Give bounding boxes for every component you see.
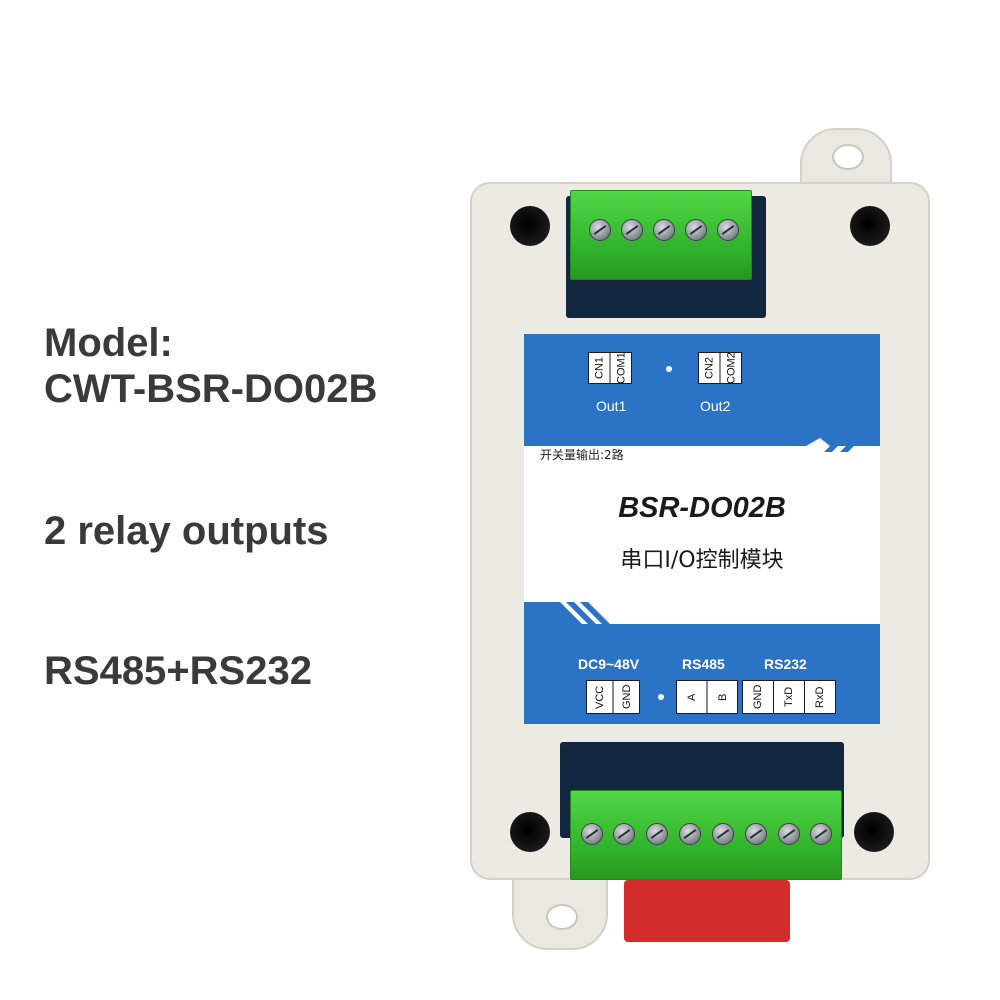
terminal-screw xyxy=(685,219,707,241)
terminal-screw xyxy=(653,219,675,241)
device-subtitle: 串口I/O控制模块 xyxy=(620,548,784,573)
terminal-screw xyxy=(712,823,734,845)
screw-hole-bottom-right xyxy=(854,812,894,852)
out2-label: Out2 xyxy=(700,398,731,414)
terminal-screw xyxy=(679,823,701,845)
terminal-screw xyxy=(621,219,643,241)
pin-vcc: VCC xyxy=(593,685,606,709)
pin-cn1: CN1 xyxy=(593,357,606,380)
pin-a: A xyxy=(685,693,698,701)
pin-rxd: RxD xyxy=(804,681,835,713)
terminal-screw xyxy=(589,219,611,241)
pinout-out2: CN2 COM2 xyxy=(698,352,742,384)
pinout-rs485: A B xyxy=(676,680,738,714)
device-model: BSR-DO02B xyxy=(618,492,786,524)
mounting-ear-bottom xyxy=(512,872,608,950)
pin-com1: COM1 xyxy=(609,352,631,384)
power-heading: DC9~48V xyxy=(578,656,640,672)
rs485-heading: RS485 xyxy=(682,656,725,672)
pinout-out1: CN1 COM1 xyxy=(588,352,632,384)
pin-cn2: CN2 xyxy=(703,357,716,380)
terminal-screw xyxy=(717,219,739,241)
screw-hole-top-right xyxy=(850,206,890,246)
interface-text: RS485+RS232 xyxy=(44,649,312,693)
ear-hole-bottom xyxy=(546,904,578,930)
label-dot xyxy=(666,366,672,372)
pin-com2: COM2 xyxy=(719,352,741,384)
relay-outputs-text: 2 relay outputs xyxy=(44,509,329,553)
screw-hole-top-left xyxy=(510,206,550,246)
din-rail-clip xyxy=(624,880,790,942)
pin-gnd-232: GND xyxy=(752,684,764,710)
front-label: CN1 COM1 CN2 COM2 Out1 Out2 开关量输出:2路 BSR… xyxy=(524,334,880,724)
terminal-block-outputs xyxy=(570,190,752,280)
pin-gnd: GND xyxy=(612,681,639,713)
terminal-screw xyxy=(778,823,800,845)
pinout-rs232: GND TxD RxD xyxy=(742,680,836,714)
terminal-screw xyxy=(646,823,668,845)
terminal-screw xyxy=(810,823,832,845)
label-dot xyxy=(658,694,664,700)
rs232-heading: RS232 xyxy=(764,656,807,672)
terminal-screw xyxy=(745,823,767,845)
pin-txd: TxD xyxy=(773,681,804,713)
terminal-screw xyxy=(581,823,603,845)
model-label: Model: xyxy=(44,321,173,365)
model-value: CWT-BSR-DO02B xyxy=(44,367,378,411)
pinout-power: VCC GND xyxy=(586,680,640,714)
screw-hole-bottom-left xyxy=(510,812,550,852)
ear-hole-top xyxy=(832,144,864,170)
terminal-block-power-comm xyxy=(570,790,842,880)
switch-output-text: 开关量输出:2路 xyxy=(540,448,624,462)
pin-b: B xyxy=(706,681,737,713)
out1-label: Out1 xyxy=(596,398,627,414)
terminal-screw xyxy=(613,823,635,845)
